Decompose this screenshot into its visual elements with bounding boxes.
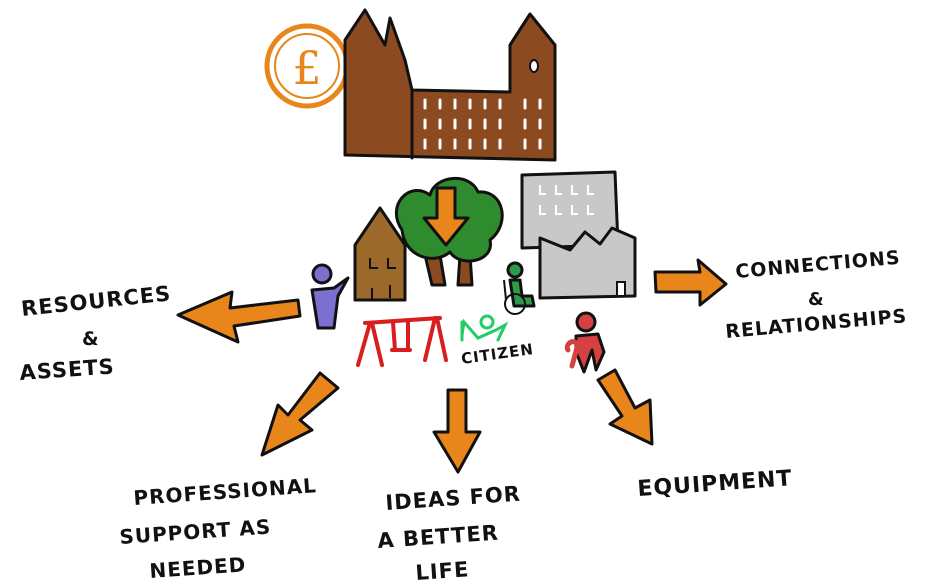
resources-line-2: & <box>82 328 100 350</box>
arrow-to-professional <box>260 371 340 457</box>
wheelchair-user-icon <box>503 261 536 315</box>
equipment-line-1: EQUIPMENT <box>637 466 794 502</box>
pound-coin-icon: £ <box>264 23 350 109</box>
professional-line-3: NEEDED <box>149 552 247 583</box>
arrow-to-ideas <box>432 388 482 474</box>
connections-line-3: RELATIONSHIPS <box>725 305 909 343</box>
elderly-person-icon <box>564 311 606 374</box>
citizen-icon <box>460 314 509 342</box>
professional-line-1: PROFESSIONAL <box>133 473 318 510</box>
resources-line-3: ASSETS <box>19 354 116 385</box>
ideas-line-1: IDEAS FOR <box>385 482 522 515</box>
arrow-to-connections <box>653 258 728 307</box>
house-icon <box>353 206 407 302</box>
arrow-to-equipment <box>596 368 654 446</box>
arrow-to-resources <box>176 290 302 344</box>
factory-icon <box>538 226 637 300</box>
label-equipment: EQUIPMENT <box>637 466 794 502</box>
council-building-icon <box>343 8 557 162</box>
label-professional-support: PROFESSIONAL SUPPORT AS NEEDED <box>119 473 318 583</box>
professional-line-2: SUPPORT AS <box>119 514 272 549</box>
pound-symbol: £ <box>292 41 321 95</box>
swing-icon <box>356 316 448 367</box>
connections-line-2: & <box>808 289 825 310</box>
citizen-label: CITIZEN <box>460 340 535 368</box>
ideas-line-2: A BETTER <box>377 521 500 553</box>
resources-line-1: RESOURCES <box>20 281 172 321</box>
label-resources-assets: RESOURCES & ASSETS <box>19 281 173 385</box>
downward-arrow <box>422 186 470 247</box>
ideas-line-3: LIFE <box>415 557 470 585</box>
label-connections-relationships: CONNECTIONS & RELATIONSHIPS <box>725 247 909 343</box>
label-ideas-better-life: IDEAS FOR A BETTER LIFE <box>377 482 522 585</box>
office-building-icon <box>520 170 620 250</box>
person-icon <box>310 263 350 330</box>
connections-line-1: CONNECTIONS <box>735 247 902 283</box>
